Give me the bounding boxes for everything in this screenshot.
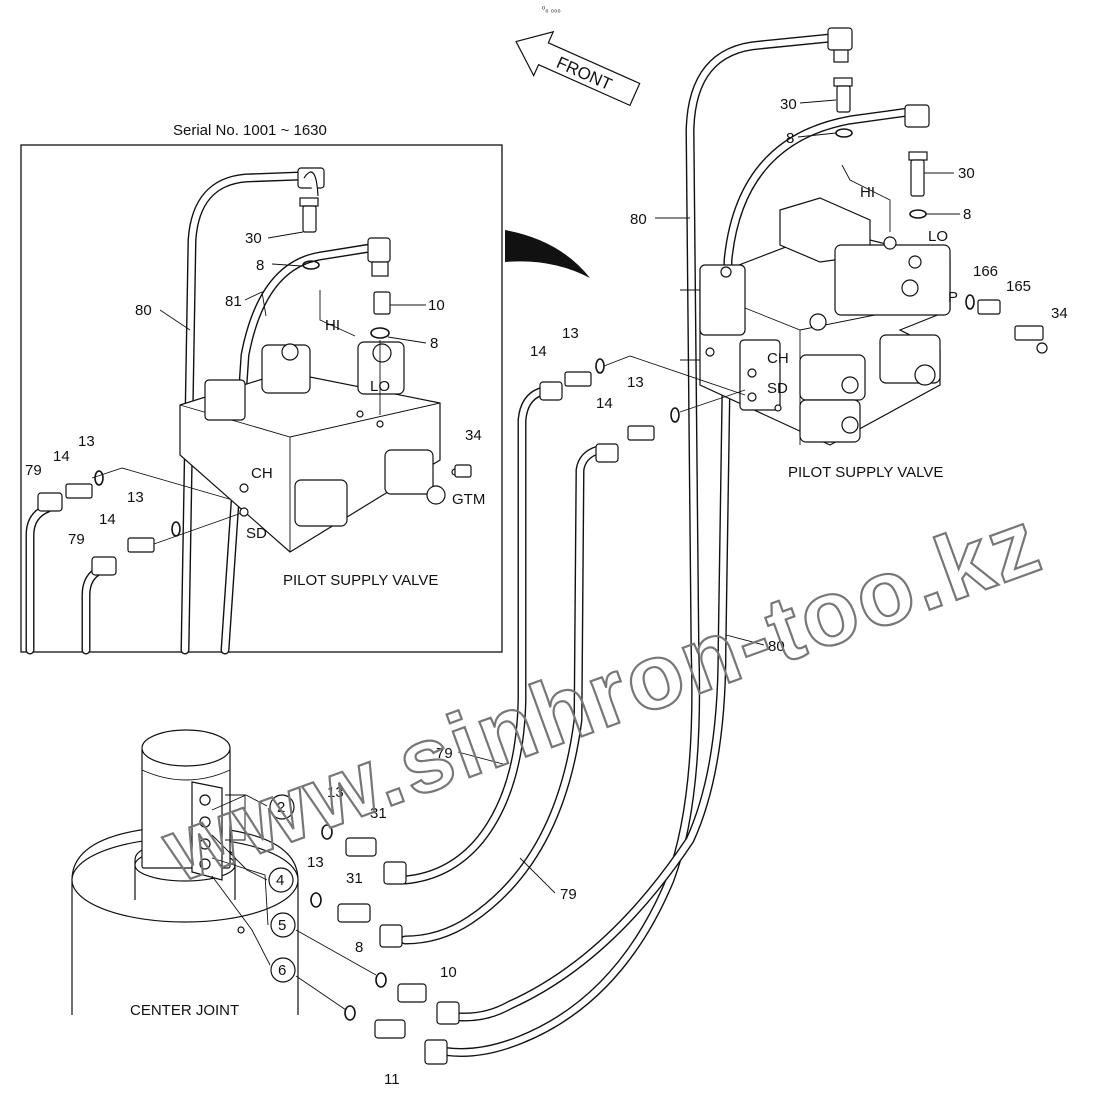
front-arrow: FRONT	[515, 30, 641, 107]
label-31-mid: 31	[346, 870, 363, 887]
inset-frame	[20, 144, 503, 653]
inset-label-valve: PILOT SUPPLY VALVE	[283, 572, 438, 589]
callout-5: 5	[278, 917, 286, 934]
label-10-cj: 10	[440, 964, 457, 981]
inset-view: Serial No. 1001 ~ 1630	[20, 122, 503, 655]
label-31-top: 31	[370, 805, 387, 822]
inset-label-34: 34	[465, 427, 482, 444]
label-lo: LO	[928, 228, 948, 245]
inset-label-30: 30	[245, 230, 262, 247]
label-8-cj: 8	[355, 939, 363, 956]
label-13-top: 13	[562, 325, 579, 342]
label-30-top: 30	[780, 96, 797, 113]
inset-label-13-top: 13	[78, 433, 95, 450]
label-hi: HI	[860, 184, 875, 201]
inset-label-lo: LO	[370, 378, 390, 395]
main-labels: 30 8 30 8 80 HI LO 166 165 34 P 13 14 CH…	[130, 96, 1068, 1088]
inset-label-80: 80	[135, 302, 152, 319]
header-mark: ⁰₀ ₀₀₀	[542, 5, 561, 14]
inset-label-gtm: GTM	[452, 491, 485, 508]
label-165: 165	[1006, 278, 1031, 295]
main-view: 2 4 5 6 30 8 30 8 80 HI LO 166 165 34 P …	[71, 27, 1068, 1088]
label-13-mid: 13	[627, 374, 644, 391]
label-11: 11	[384, 1071, 400, 1088]
label-valve: PILOT SUPPLY VALVE	[788, 464, 943, 481]
inset-label-sd: SD	[246, 525, 267, 542]
label-30-right: 30	[958, 165, 975, 182]
label-sd: SD	[767, 380, 788, 397]
inset-label-79-bot: 79	[68, 531, 85, 548]
label-13-cj-mid: 13	[307, 854, 324, 871]
callout-4: 4	[276, 872, 284, 889]
label-13-cj-top: 13	[327, 784, 344, 801]
inset-valve-body	[179, 290, 472, 553]
center-joint	[71, 729, 299, 1015]
callout-6: 6	[278, 962, 286, 979]
inset-label-8-mid: 8	[430, 335, 438, 352]
inset-labels: 30 8 80 81 10 HI 8 LO 34 GTM 13 14 79 CH…	[25, 230, 485, 589]
inset-label-ch: CH	[251, 465, 273, 482]
view-arrow	[505, 230, 590, 278]
inset-label-79-top: 79	[25, 462, 42, 479]
label-80-bottom: 80	[768, 638, 785, 655]
inset-label-13-bot: 13	[127, 489, 144, 506]
label-14-mid: 14	[596, 395, 613, 412]
label-8-top: 8	[786, 130, 794, 147]
label-80-top: 80	[630, 211, 647, 228]
label-34: 34	[1051, 305, 1068, 322]
callout-circles: 2 4 5 6	[268, 794, 296, 983]
inset-label-hi: HI	[325, 317, 340, 334]
inset-label-14-bot: 14	[99, 511, 116, 528]
label-166: 166	[973, 263, 998, 280]
callout-2: 2	[277, 799, 285, 816]
label-8-right: 8	[963, 206, 971, 223]
main-valve-body	[680, 197, 951, 446]
inset-label-10: 10	[428, 297, 445, 314]
label-p: P	[948, 289, 958, 306]
inset-label-81: 81	[225, 293, 242, 310]
leader-lines	[159, 99, 960, 894]
label-ch: CH	[767, 350, 789, 367]
inset-label-14-top: 14	[53, 448, 70, 465]
watermark: www.sinhron-too.kz	[150, 490, 1055, 902]
inset-title: Serial No. 1001 ~ 1630	[173, 122, 327, 139]
label-79-left: 79	[436, 745, 453, 762]
label-14-top: 14	[530, 343, 547, 360]
inset-label-8-top: 8	[256, 257, 264, 274]
label-center-joint: CENTER JOINT	[130, 1002, 239, 1019]
label-79-right: 79	[560, 886, 577, 903]
